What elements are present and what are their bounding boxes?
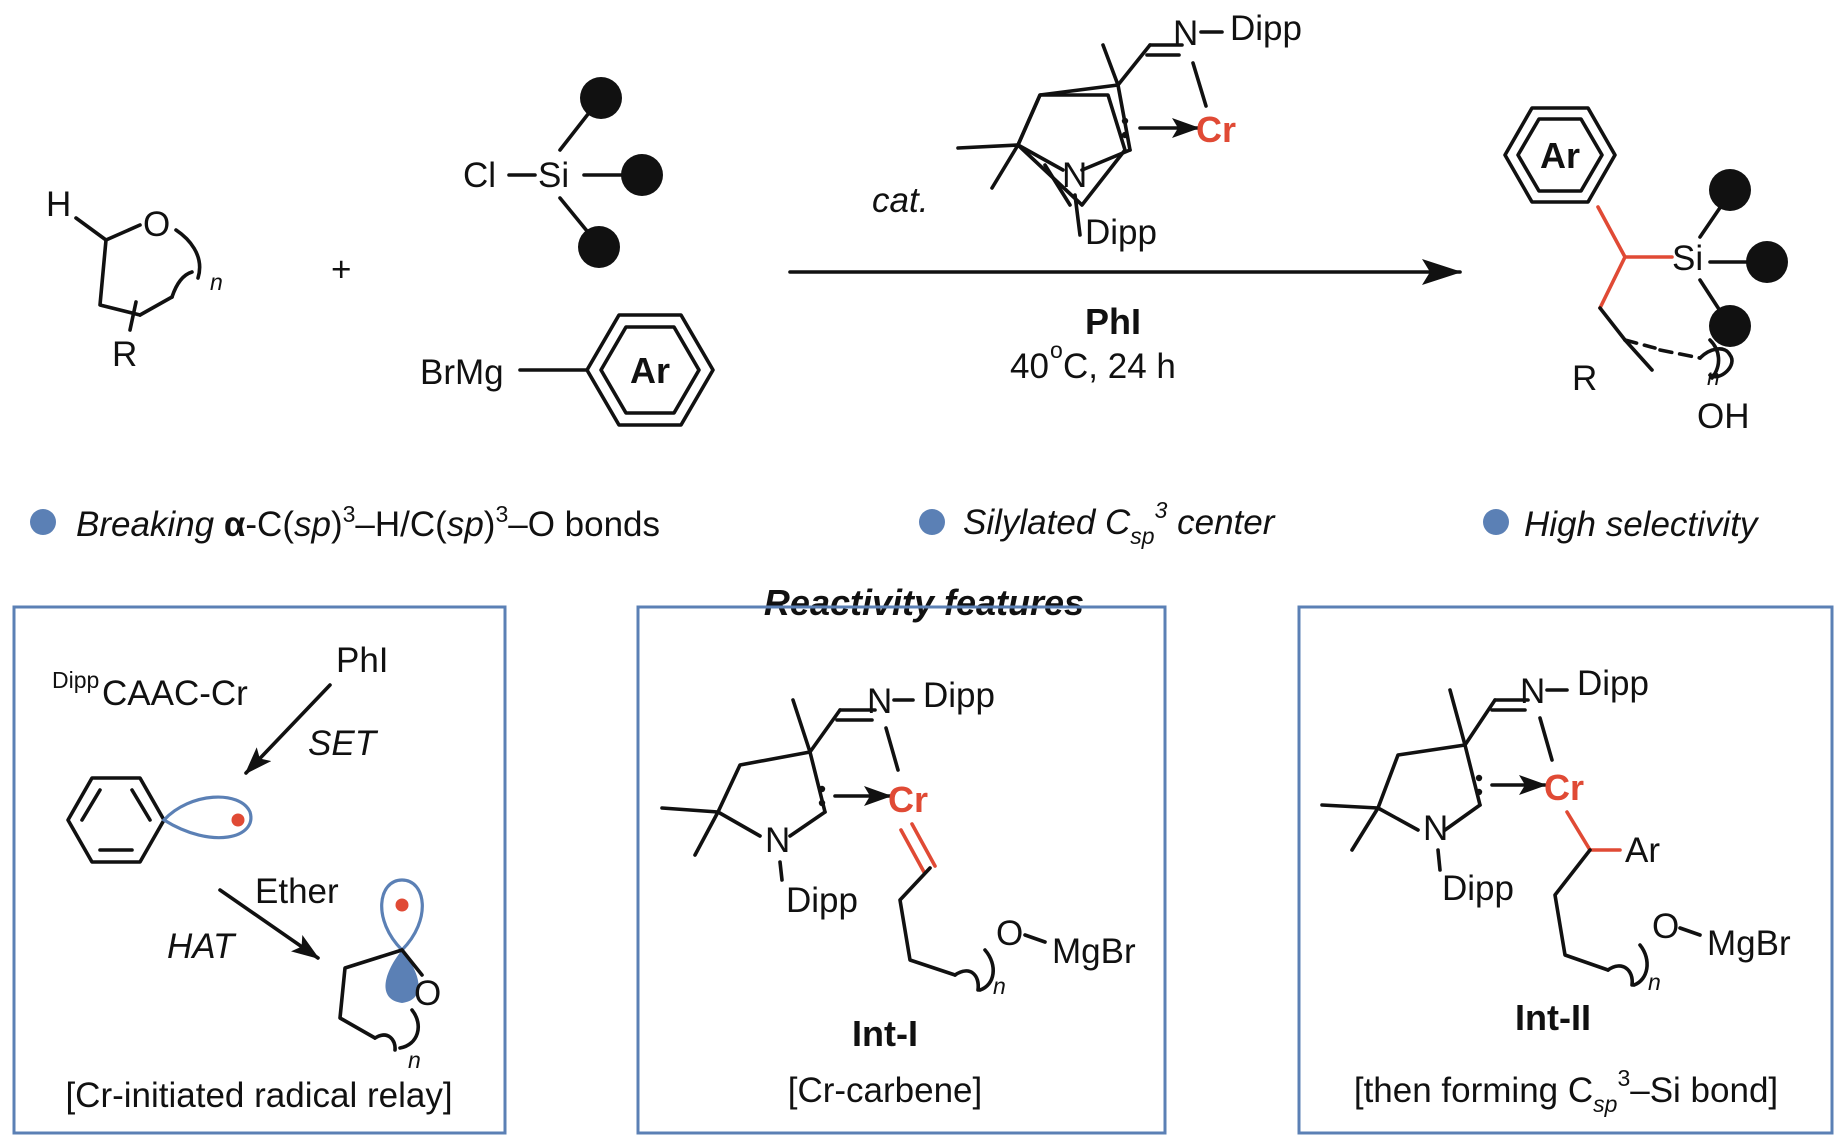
int1-imine-n-label: N bbox=[867, 682, 892, 721]
caac-cr-label: CAAC-Cr bbox=[102, 674, 248, 713]
catalyst-cat-label: cat. bbox=[872, 181, 928, 220]
panel3-caption: [then forming Csp3–Si bond] bbox=[1354, 1065, 1778, 1117]
radical-dot bbox=[231, 813, 245, 827]
int1-ring-n-label: N bbox=[765, 821, 790, 860]
substituent-ball bbox=[578, 226, 620, 268]
silane-cl-label: Cl bbox=[463, 156, 496, 195]
dipp-superscript: Dipp bbox=[52, 667, 99, 693]
bullet-dot bbox=[30, 509, 56, 535]
catalyst-cr-label: Cr bbox=[1196, 109, 1236, 150]
ether-label: Ether bbox=[255, 872, 339, 911]
time-label: C, 24 h bbox=[1063, 347, 1176, 386]
int1-dipp2-label: Dipp bbox=[786, 881, 858, 920]
panel-radical-relay bbox=[12, 605, 507, 1135]
caac-cr-catalyst: cat. N Dipp Cr N Dipp bbox=[872, 9, 1302, 252]
substituent-ball bbox=[621, 154, 663, 196]
grignard-ar-label: Ar bbox=[630, 350, 670, 391]
phi-label: PhI bbox=[336, 641, 389, 680]
catalyst-imine-n-label: N bbox=[1173, 14, 1198, 53]
int1-o-label: O bbox=[996, 914, 1023, 953]
aromatic-inner-ring bbox=[599, 325, 701, 415]
reagent-phi-label: PhI bbox=[1085, 301, 1141, 342]
catalyst-ring-n-label: N bbox=[1062, 156, 1087, 195]
feature-bullets: Breaking α-C(sp)3–H/C(sp)3–O bonds Silyl… bbox=[30, 497, 1760, 549]
int2-dipp-label: Dipp bbox=[1577, 664, 1649, 703]
panel3-content: N Dipp Cr N Dipp Ar O MgBr n Int-II [the… bbox=[1320, 664, 1791, 1117]
bullet-2-text: Silylated Csp3 center bbox=[963, 497, 1276, 549]
int2-imine-n-label: N bbox=[1520, 672, 1545, 711]
int1-mgbr-label: MgBr bbox=[1052, 932, 1136, 971]
silylated-product: Ar Si R n OH bbox=[1503, 106, 1788, 436]
substrate-h-label: H bbox=[46, 185, 71, 224]
panel1-content: Dipp CAAC-Cr PhI SET Ether HAT O n [Cr-i… bbox=[52, 641, 453, 1115]
int2-ar-label: Ar bbox=[1625, 831, 1660, 870]
silane-si-label: Si bbox=[538, 156, 569, 195]
product-oh-label: OH bbox=[1697, 397, 1750, 436]
product-si-label: Si bbox=[1672, 239, 1703, 278]
int1-n-label: n bbox=[993, 973, 1006, 999]
thf-o-label: O bbox=[414, 974, 441, 1013]
plus-sign: + bbox=[331, 250, 351, 289]
int2-o-label: O bbox=[1652, 907, 1679, 946]
panel1-caption: [Cr-initiated radical relay] bbox=[65, 1076, 452, 1115]
bullet-dot bbox=[919, 509, 945, 535]
p-orbital-top bbox=[380, 878, 424, 953]
int2-n-label: n bbox=[1648, 969, 1661, 995]
int1-label: Int-I bbox=[852, 1013, 918, 1054]
hat-label: HAT bbox=[167, 927, 237, 966]
panel2-content: N Dipp Cr N Dipp O MgBr n Int-I [Cr-carb… bbox=[660, 676, 1136, 1110]
temperature-label: 40 bbox=[1010, 347, 1049, 386]
substrate-r-label: R bbox=[112, 335, 137, 374]
panel2-caption: [Cr-carbene] bbox=[788, 1071, 983, 1110]
int1-cr-label: Cr bbox=[888, 779, 928, 820]
bullet-1-text: Breaking α-C(sp)3–H/C(sp)3–O bonds bbox=[76, 501, 660, 544]
int2-mgbr-label: MgBr bbox=[1707, 924, 1791, 963]
grignard-brmg-label: BrMg bbox=[420, 353, 504, 392]
thf-n-label: n bbox=[408, 1047, 421, 1073]
bullet-3-text: High selectivity bbox=[1524, 505, 1760, 544]
product-ar-label: Ar bbox=[1540, 135, 1580, 176]
product-n-label: n bbox=[1707, 364, 1720, 390]
radical-lobe bbox=[161, 795, 253, 840]
section-title: Reactivity features bbox=[764, 582, 1084, 623]
product-r-label: R bbox=[1572, 359, 1597, 398]
catalyst-dipp2-label: Dipp bbox=[1085, 213, 1157, 252]
set-label: SET bbox=[308, 724, 379, 763]
int2-label: Int-II bbox=[1515, 997, 1591, 1038]
int2-dipp2-label: Dipp bbox=[1442, 869, 1514, 908]
panel-int-i bbox=[636, 605, 1167, 1135]
int2-ring-n-label: N bbox=[1423, 809, 1448, 848]
bullet-dot bbox=[1483, 509, 1509, 535]
p-orbital-bottom bbox=[385, 950, 419, 1003]
catalyst-dipp-label: Dipp bbox=[1230, 9, 1302, 48]
substrate-cyclic-ether: H O n R bbox=[46, 185, 223, 374]
int1-dipp-label: Dipp bbox=[923, 676, 995, 715]
chlorosilane: Cl Si bbox=[463, 77, 663, 268]
panel-int-ii bbox=[1297, 605, 1834, 1135]
substrate-n-label: n bbox=[210, 269, 223, 295]
substituent-ball bbox=[580, 77, 622, 119]
int2-cr-label: Cr bbox=[1544, 767, 1584, 808]
aryl-grignard: BrMg Ar bbox=[420, 313, 715, 427]
substrate-o-label: O bbox=[143, 205, 170, 244]
degree-sup: o bbox=[1050, 337, 1063, 363]
